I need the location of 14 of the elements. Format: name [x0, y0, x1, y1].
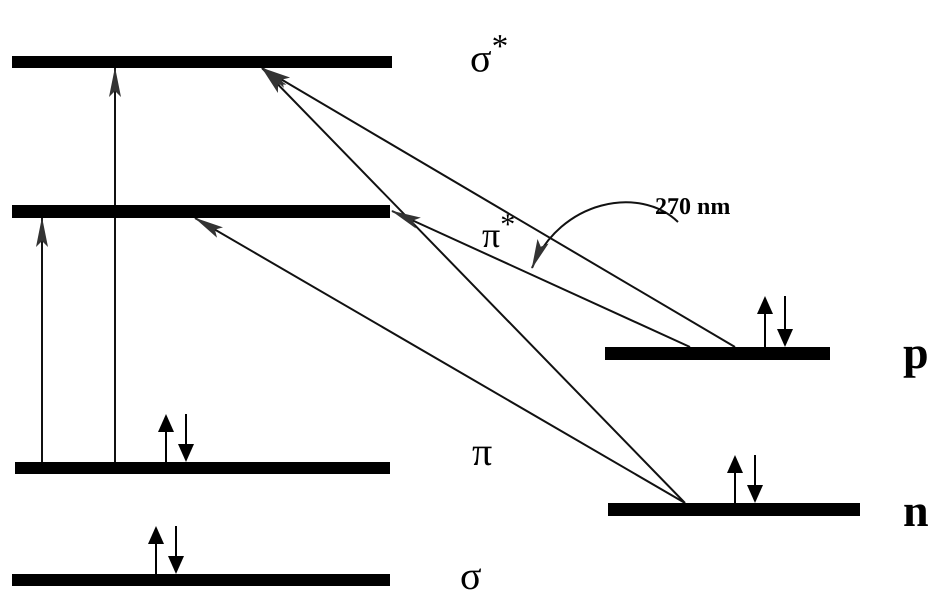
transition-arrow [109, 67, 121, 462]
transition-arrow [261, 67, 736, 348]
transition-arrow [261, 67, 686, 504]
wavelength-label: 270 nm [655, 193, 730, 222]
level-label: σ$^{*}$ [470, 30, 508, 78]
level-label: p [903, 330, 929, 376]
level-label: σ [460, 556, 482, 596]
transition-arrow [36, 217, 48, 462]
transition-arrow [391, 210, 690, 348]
level-label: n [903, 488, 929, 534]
level-label: π$^{*}$ [482, 210, 516, 253]
transition-arrow [531, 201, 679, 269]
transition-arrow [194, 217, 686, 504]
level-label: π [472, 432, 492, 472]
